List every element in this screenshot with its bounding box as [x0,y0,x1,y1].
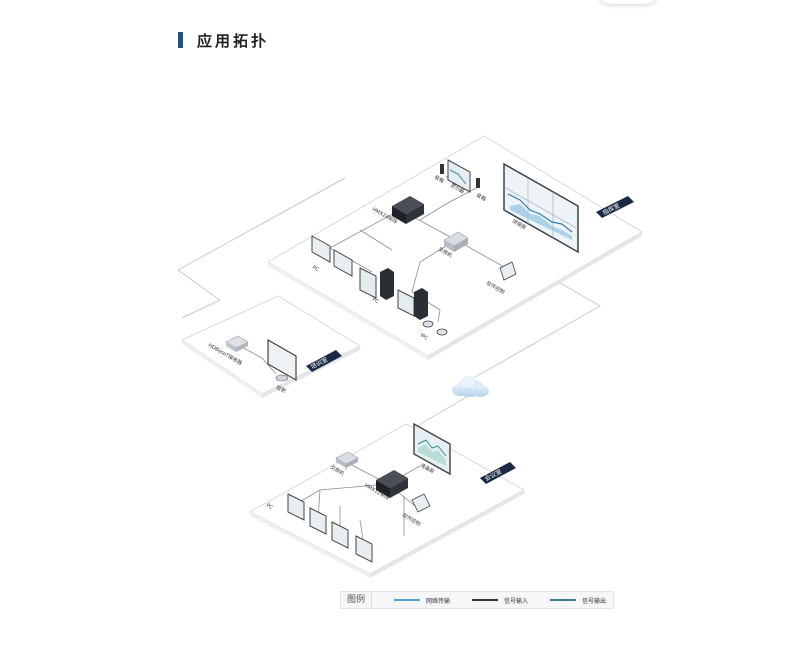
page-title: 应用拓扑 [197,31,270,50]
section-accent-bar [178,32,183,48]
legend-item-signal-in: 信号输入 [472,596,528,605]
legend-line-network [394,599,420,601]
hdmi24-matrix-device [392,196,424,224]
speaker-icon [476,178,480,188]
pc-label: PC [311,265,320,274]
legend-label-network: 网络传输 [426,597,451,605]
projection-screen [267,338,297,382]
laptop-icon [411,493,431,513]
page-corner-decoration [596,0,660,4]
hdmi12-matrix-device [376,470,408,498]
speaker-label: 音箱 [433,174,445,185]
section-header: 应用拓扑 [178,30,269,50]
pc-monitor-icon [287,493,373,563]
legend-label-signal-in: 信号输入 [504,597,529,605]
ipc-label: IPC [419,333,429,342]
cloud-icon [452,376,489,397]
switch-device [443,231,469,252]
pc-label: PC [265,503,274,512]
speaker-icon [440,164,444,174]
hdbaset-receiver-device [225,335,249,352]
monitor-room: 拼接屏 音箱 显示器 音箱 HMX24矩阵 交换机 PC [267,135,643,360]
laptop-icon [499,261,517,281]
projector-icon [275,374,289,382]
projector-label: 投影 [275,384,287,395]
legend: 图例 网络传输 信号输入 信号输出 [340,591,614,609]
lcd-screen [413,422,451,476]
speaker-label: 音箱 [475,192,487,203]
legend-label-signal-out: 信号输出 [582,597,607,605]
network-link-top-to-training [177,177,346,319]
legend-line-signal-in [472,599,499,601]
legend-line-signal-out [550,599,577,601]
training-room: HDBaseT接收器 投影 培训室 [180,295,362,398]
ipc-camera-icon [422,320,448,336]
pc-tower-icon [359,267,428,320]
meeting-room: 液晶屏 交换机 HMX12矩阵 软件控制 PC 会议室 [248,422,526,578]
monitor-screen [447,159,471,193]
network-link-top-to-cloud [469,279,602,381]
switch-device [335,451,359,468]
legend-item-network: 网络传输 [394,596,450,605]
pc-monitor-icon [311,235,353,277]
legend-title: 图例 [341,592,372,608]
pc-label: PC [371,297,380,306]
legend-item-signal-out: 信号输出 [550,596,606,605]
video-wall [503,162,579,254]
